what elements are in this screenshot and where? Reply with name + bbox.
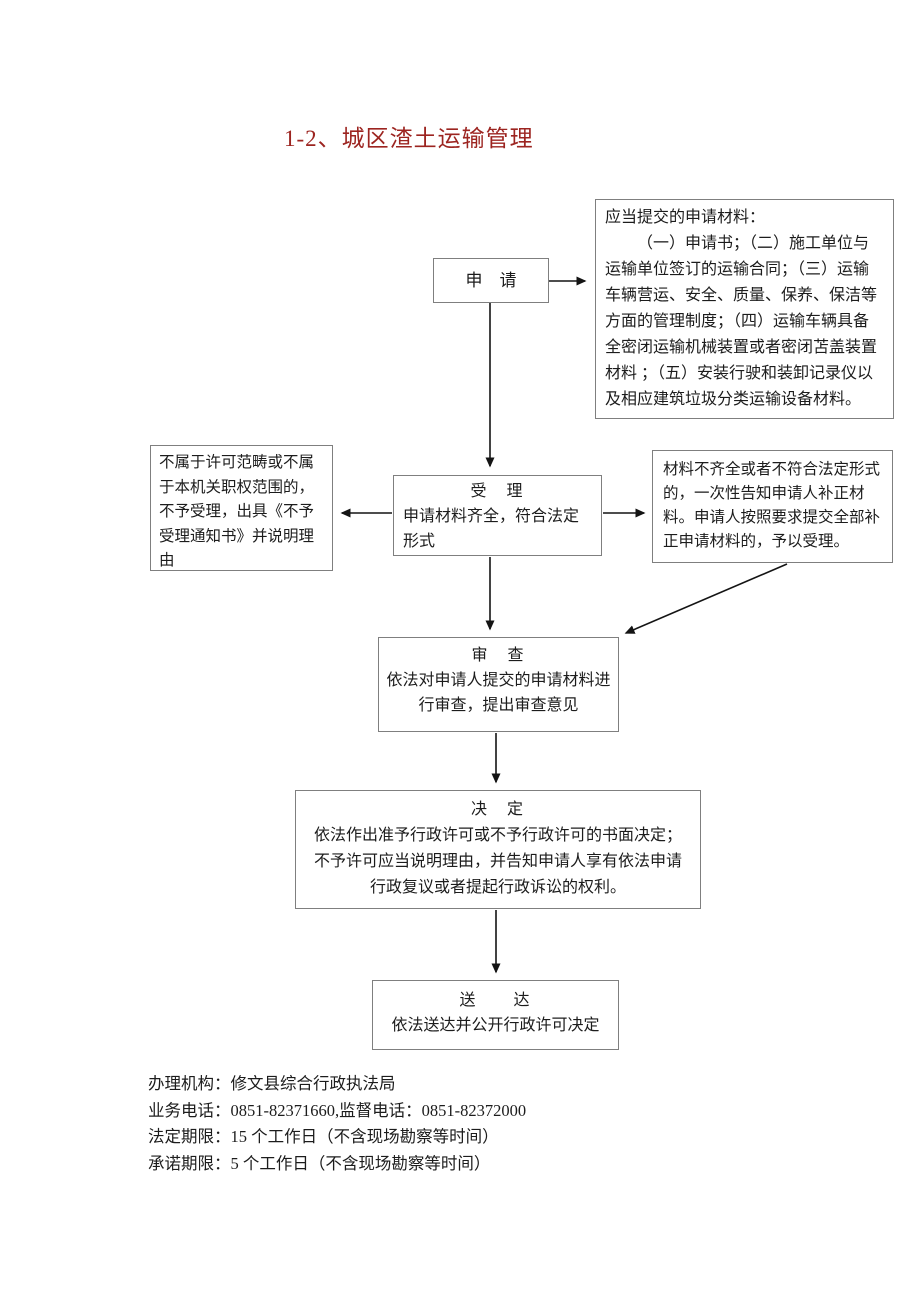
- deliver-box: 送 达 依法送达并公开行政许可决定: [372, 980, 619, 1050]
- supplement-body: 材料不齐全或者不符合法定形式的，一次性告知申请人补正材料。申请人按照要求提交全部…: [663, 461, 881, 550]
- footer-line-legal-limit: 法定期限：15 个工作日（不含现场勘察等时间）: [148, 1127, 499, 1146]
- materials-body: （一）申请书；（二）施工单位与运输单位签订的运输合同；（三）运输车辆营运、安全、…: [605, 235, 878, 408]
- decide-body: 依法作出准予行政许可或不予行政许可的书面决定；不予许可应当说明理由，并告知申请人…: [313, 827, 682, 896]
- decide-box: 决 定 依法作出准予行政许可或不予行政许可的书面决定；不予许可应当说明理由，并告…: [295, 790, 701, 909]
- deliver-body: 依法送达并公开行政许可决定: [391, 1017, 600, 1034]
- accept-body: 申请材料齐全，符合法定形式: [403, 508, 580, 550]
- accept-title: 受 理: [470, 483, 525, 500]
- accept-box: 受 理 申请材料齐全，符合法定形式: [393, 475, 602, 556]
- not-accept-box: 不属于许可范畴或不属于本机关职权范围的，不予受理，出具《不予受理通知书》并说明理…: [150, 445, 333, 571]
- materials-heading: 应当提交的申请材料：: [605, 209, 766, 226]
- footer-info: 办理机构：修文县综合行政执法局 业务电话：0851-82371660,监督电话：…: [148, 1071, 526, 1177]
- footer-line-agency: 办理机构：修文县综合行政执法局: [148, 1074, 396, 1093]
- page-title: 1-2、城区渣土运输管理: [284, 126, 534, 151]
- deliver-title: 送 达: [459, 992, 532, 1009]
- supplement-box: 材料不齐全或者不符合法定形式的，一次性告知申请人补正材料。申请人按照要求提交全部…: [652, 450, 893, 563]
- apply-box: 申 请: [433, 258, 549, 303]
- decide-title: 决 定: [470, 801, 525, 818]
- review-box: 审 查 依法对申请人提交的申请材料进行审查，提出审查意见: [378, 637, 619, 732]
- review-title: 审 查: [471, 647, 526, 664]
- materials-box: 应当提交的申请材料： （一）申请书；（二）施工单位与运输单位签订的运输合同；（三…: [595, 199, 894, 419]
- review-body: 依法对申请人提交的申请材料进行审查，提出审查意见: [386, 672, 611, 714]
- footer-line-promise-limit: 承诺期限：5 个工作日（不含现场勘察等时间）: [148, 1153, 491, 1173]
- footer-line-phone: 业务电话：0851-82371660,监督电话：0851-82372000: [148, 1100, 527, 1120]
- not-accept-body: 不属于许可范畴或不属于本机关职权范围的，不予受理，出具《不予受理通知书》并说明理…: [159, 454, 315, 569]
- apply-label: 申 请: [465, 271, 517, 290]
- arrow-supplement-to-review: [624, 563, 788, 634]
